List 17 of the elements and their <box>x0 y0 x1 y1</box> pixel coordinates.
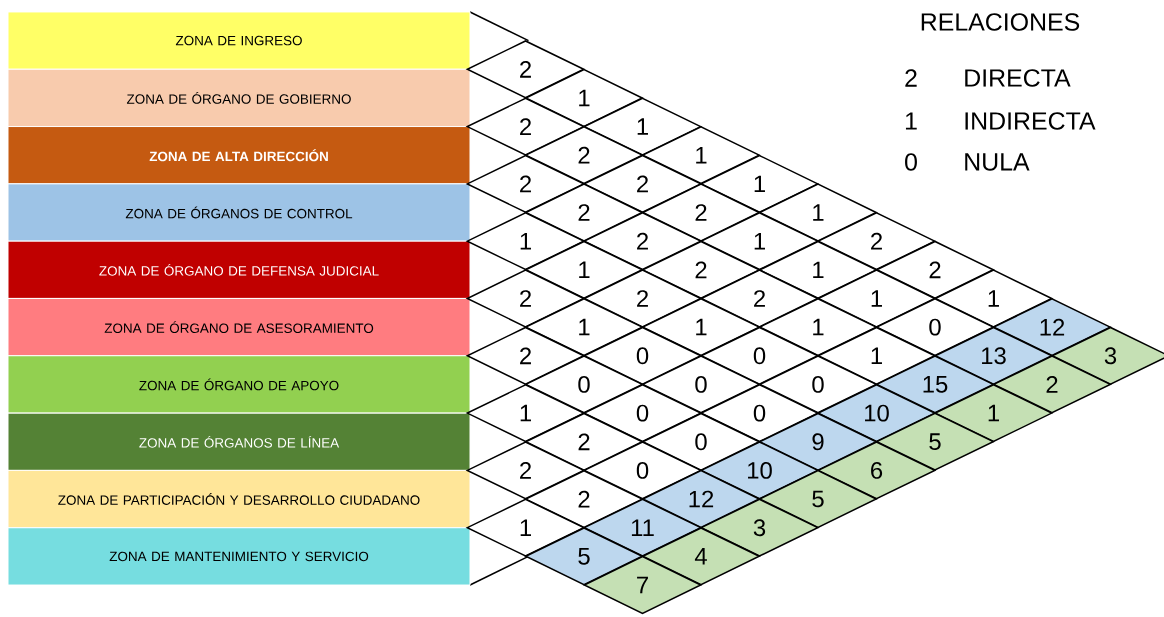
zone-box: ZONA DE ÓRGANO DE GOBIERNO <box>7 68 471 128</box>
legend-number: 0 <box>905 153 917 171</box>
zone-box: ZONA DE MANTENIMIENTO Y SERVICIO <box>7 527 471 586</box>
legend-text: INDIRECTA <box>965 112 1096 130</box>
zone-box: ZONA DE INGRESO <box>7 11 471 70</box>
zone-box: ZONA DE ALTA DIRECCIÓN <box>7 126 471 185</box>
zone-box: ZONA DE ÓRGANO DE DEFENSA JUDICIAL <box>7 240 471 299</box>
legend-title: RELACIONES <box>921 13 1080 31</box>
zone-box: ZONA DE ÓRGANO DE ASESORAMIENTO <box>7 297 471 357</box>
legend-text: DIRECTA <box>965 69 1071 87</box>
legend-number: 1 <box>905 112 917 130</box>
zone-box: ZONA DE ÓRGANOS DE CONTROL <box>7 183 471 242</box>
legend-number: 2 <box>905 69 917 87</box>
zone-box: ZONA DE PARTICIPACIÓN Y DESARROLLO CIUDADANO <box>7 469 471 529</box>
legend-text: NULA <box>965 153 1030 171</box>
zone-box: ZONA DE ÓRGANO DE APOYO <box>7 355 471 414</box>
zone-box: ZONA DE ÓRGANOS DE LÍNEA <box>7 412 471 471</box>
